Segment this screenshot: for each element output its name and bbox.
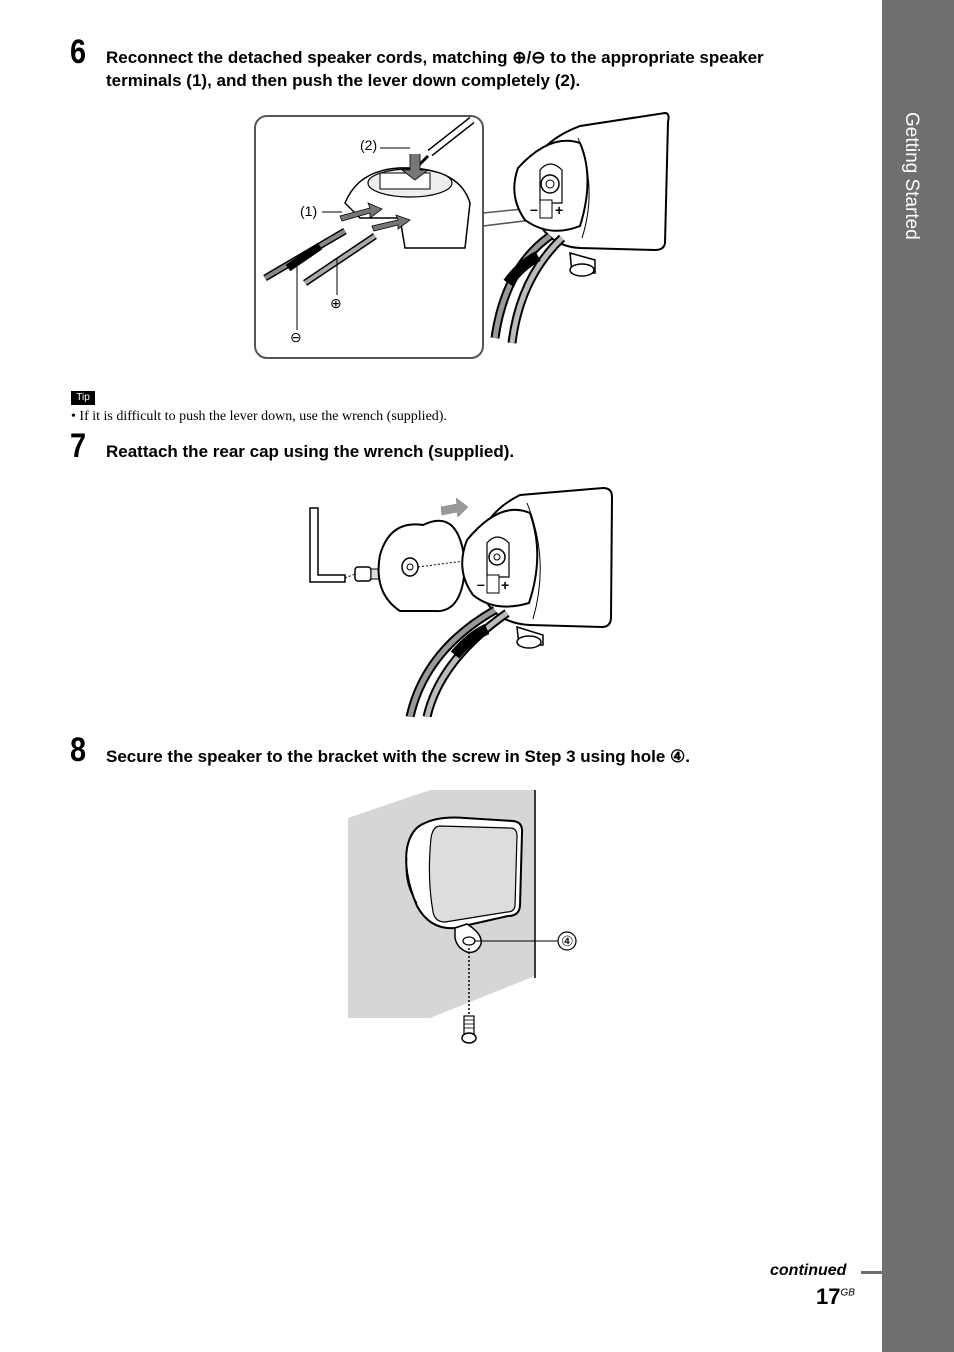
tip-badge: Tip bbox=[71, 391, 95, 405]
figure-reattach-rear-cap: – + bbox=[309, 486, 614, 717]
tip-text: • If it is difficult to push the lever d… bbox=[71, 409, 447, 424]
page-number-value: 17 bbox=[816, 1284, 841, 1309]
figure-bracket-mount: ④ bbox=[348, 790, 577, 1044]
continued-label: continued bbox=[770, 1262, 847, 1279]
page-number-suffix: GB bbox=[840, 1287, 855, 1299]
move-arrow bbox=[440, 497, 469, 518]
step-6-text: Reconnect the detached speaker cords, ma… bbox=[106, 46, 764, 92]
step-8-text: Secure the speaker to the bracket with t… bbox=[106, 747, 690, 766]
minus-symbol: ⊖ bbox=[290, 329, 302, 345]
terminal-minus-label-2: – bbox=[477, 576, 485, 592]
step-8-number: 8 bbox=[70, 731, 87, 769]
callout-1: (1) bbox=[300, 203, 317, 219]
page-number: 17GB bbox=[816, 1284, 855, 1310]
callout-hole-4: ④ bbox=[561, 933, 574, 949]
terminal-plus-label: + bbox=[555, 202, 563, 218]
step-7-text: Reattach the rear cap using the wrench (… bbox=[106, 442, 515, 461]
step-6-number: 6 bbox=[70, 33, 87, 71]
step-6-text-line2: terminals (1), and then push the lever d… bbox=[106, 71, 581, 90]
terminal-minus-label: – bbox=[530, 201, 538, 217]
step-6-text-line1: Reconnect the detached speaker cords, ma… bbox=[106, 48, 764, 67]
mounting-screw bbox=[461, 1015, 477, 1044]
callout-2: (2) bbox=[360, 137, 377, 153]
step-7-number: 7 bbox=[70, 427, 87, 465]
hole-4 bbox=[462, 936, 476, 946]
figure-speaker-terminal-connection: (2) (1) ⊕ ⊖ – + bbox=[254, 111, 670, 359]
cap-screw bbox=[354, 566, 372, 582]
sidebar-tab bbox=[882, 0, 954, 1352]
rear-cap bbox=[377, 519, 467, 613]
hex-wrench bbox=[309, 507, 346, 583]
sidebar-section-label: Getting Started bbox=[901, 112, 922, 240]
plus-symbol: ⊕ bbox=[330, 295, 342, 311]
terminal-plus-label-2: + bbox=[501, 577, 509, 593]
continued-rule bbox=[861, 1271, 882, 1274]
